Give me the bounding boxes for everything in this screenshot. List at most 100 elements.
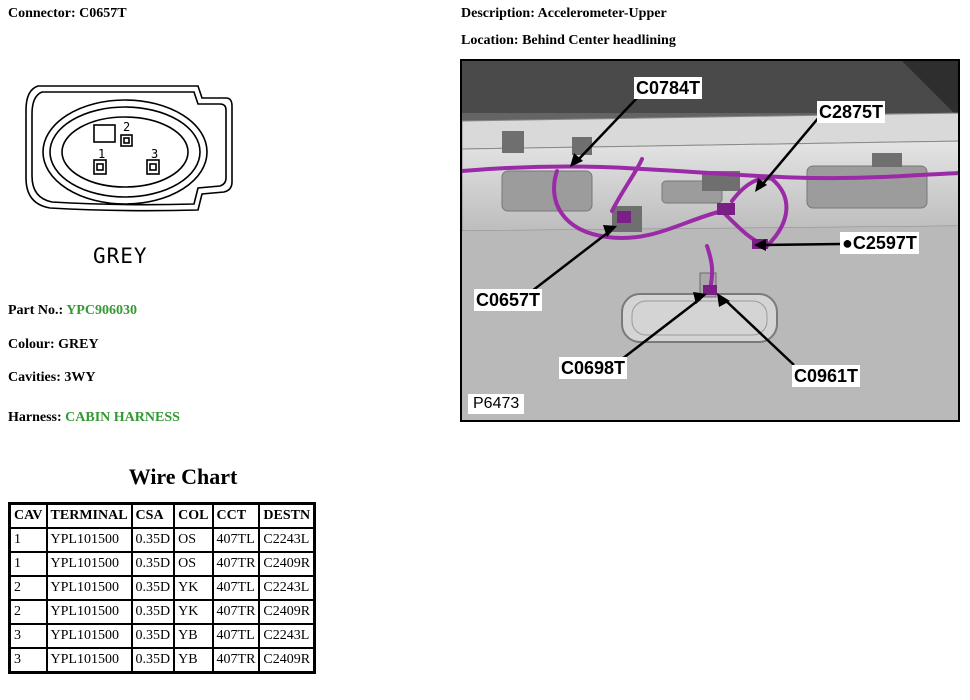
connector-face-ring-inner [61,116,189,188]
cell-destn: C2409R [259,552,315,576]
cavity-1-pin [93,159,107,175]
connector-inner-shell [31,91,227,206]
cell-csa: 0.35D [131,648,175,672]
cell-destn: C2243L [259,576,315,600]
cell-cct: 407TR [212,648,260,672]
location-label: Location: [461,33,519,48]
cavity-3-pin [146,159,160,175]
cell-destn: C2409R [259,600,315,624]
connector-outer-shell [25,85,233,212]
cavity-number-3: 3 [151,147,158,161]
connector-face-diagram: 2 1 3 [25,85,233,212]
wire-chart-header-row: CAV TERMINAL CSA COL CCT DESTN [10,504,315,528]
callout-c2875t: C2875T [817,101,886,123]
harness: Harness: CABIN HARNESS [8,410,180,426]
callout-c0961t: C0961T [792,365,861,387]
cell-csa: 0.35D [131,552,175,576]
cell-csa: 0.35D [131,576,175,600]
callout-arrowheads [570,153,767,307]
cell-cct: 407TL [212,624,260,648]
cell-col: YK [174,600,213,624]
cell-cav: 1 [10,552,47,576]
cell-cct: 407TL [212,528,260,552]
roof-shadow-band [462,61,958,113]
colour-value: GREY [58,337,99,352]
cell-destn: C2243L [259,624,315,648]
description-label: Description: [461,6,535,21]
cell-col: OS [174,528,213,552]
table-row: 2 YPL101500 0.35D YK 407TR C2409R [10,600,315,624]
cell-col: YB [174,648,213,672]
table-row: 1 YPL101500 0.35D OS 407TR C2409R [10,552,315,576]
cell-cav: 2 [10,600,47,624]
table-row: 1 YPL101500 0.35D OS 407TL C2243L [10,528,315,552]
cavities: Cavities: 3WY [8,370,96,386]
cell-terminal: YPL101500 [46,648,132,672]
cavities-value: 3WY [64,370,96,385]
cell-col: YK [174,576,213,600]
wiring-harness [462,157,958,291]
header-terminal: TERMINAL [46,504,132,528]
header-col: COL [174,504,213,528]
windscreen-edge [902,61,958,117]
wire-chart-table: CAV TERMINAL CSA COL CCT DESTN 1 YPL1015… [8,502,317,674]
colour-label: Colour: [8,337,55,352]
connector-title: Connector: C0657T [8,6,127,22]
table-row: 3 YPL101500 0.35D YB 407TR C2409R [10,648,315,672]
cavity-number-1: 1 [98,147,105,161]
cell-terminal: YPL101500 [46,624,132,648]
table-row: 3 YPL101500 0.35D YB 407TL C2243L [10,624,315,648]
cavity-2-terminal [93,124,116,143]
location: Location: Behind Center headlining [461,33,676,49]
header-destn: DESTN [259,504,315,528]
cell-terminal: YPL101500 [46,528,132,552]
cell-cct: 407TL [212,576,260,600]
part-number: Part No.: YPC906030 [8,303,137,319]
table-row: 2 YPL101500 0.35D YK 407TL C2243L [10,576,315,600]
figure-id: P6473 [468,394,525,414]
cell-terminal: YPL101500 [46,552,132,576]
cell-csa: 0.35D [131,624,175,648]
connector-label: Connector: [8,6,76,21]
cell-terminal: YPL101500 [46,600,132,624]
cell-col: OS [174,552,213,576]
cell-cav: 3 [10,624,47,648]
cavity-3-pin-inner [149,163,157,171]
part-number-link[interactable]: YPC906030 [66,303,137,318]
connector-value: C0657T [79,6,127,21]
description-value: Accelerometer-Upper [537,6,667,21]
cell-csa: 0.35D [131,600,175,624]
cavity-1-pin-inner [96,163,104,171]
callout-c0657t: C0657T [474,289,543,311]
cavity-number-2: 2 [123,120,130,134]
cell-terminal: YPL101500 [46,576,132,600]
cavity-2-pin-inner [123,137,130,144]
cell-destn: C2243L [259,528,315,552]
callout-arrows [531,97,841,366]
header-cav: CAV [10,504,47,528]
callout-c0784t: C0784T [634,77,703,99]
callout-c2597t: ●C2597T [840,232,919,254]
part-number-label: Part No.: [8,303,64,318]
location-value: Behind Center headlining [522,33,676,48]
header-csa: CSA [131,504,175,528]
colour: Colour: GREY [8,337,99,353]
cell-cav: 3 [10,648,47,672]
face-colour-label: GREY [93,244,148,268]
cell-cav: 1 [10,528,47,552]
callout-c0698t: C0698T [559,357,628,379]
description: Description: Accelerometer-Upper [461,6,667,22]
harness-link[interactable]: CABIN HARNESS [65,410,180,425]
cell-destn: C2409R [259,648,315,672]
wire-chart-title: Wire Chart [128,464,238,489]
cell-cav: 2 [10,576,47,600]
header-cct: CCT [212,504,260,528]
cell-cct: 407TR [212,600,260,624]
connector-face-ring-mid [49,106,201,198]
cavity-2-pin [120,134,133,147]
harness-label: Harness: [8,410,62,425]
cell-cct: 407TR [212,552,260,576]
cell-col: YB [174,624,213,648]
cavities-label: Cavities: [8,370,61,385]
location-photo: C0784T C2875T ●C2597T C0657T C0698T C096… [460,59,960,422]
